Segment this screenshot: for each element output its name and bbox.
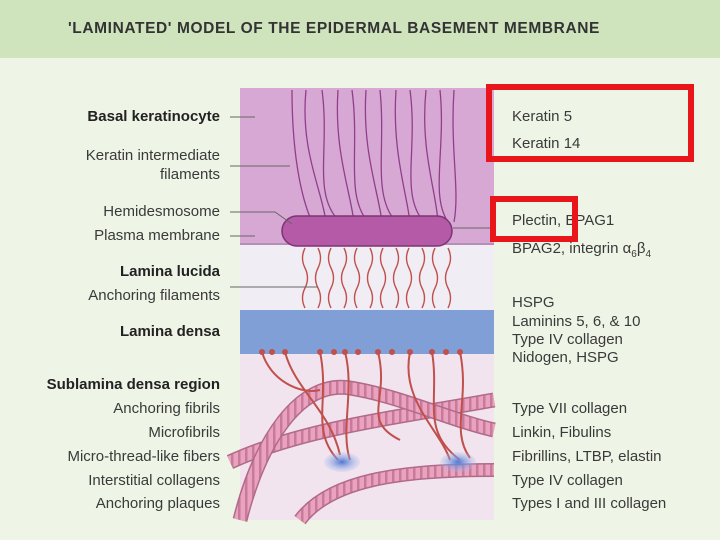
label-hspg: HSPG [512, 294, 555, 311]
label-type-vii-collagen: Type VII collagen [512, 400, 628, 417]
label-laminins: Laminins 5, 6, & 10 [512, 313, 641, 330]
hemidesmosome [281, 215, 453, 247]
label-hemidesmosome: Hemidesmosome [103, 203, 220, 220]
label-anchoring-fibrils: Anchoring fibrils [113, 400, 220, 417]
highlight-box-plectin [490, 196, 578, 242]
alpha-subscript: 6 [631, 249, 637, 260]
label-plasma-membrane: Plasma membrane [94, 227, 220, 244]
label-plectin-bpag1: Plectin, BPAG1 [512, 212, 615, 229]
label-anchoring-plaques: Anchoring plaques [95, 495, 220, 512]
beta-symbol: β [636, 240, 646, 257]
beta-subscript: 4 [645, 249, 652, 260]
title-bar: 'LAMINATED' MODEL OF THE EPIDERMAL BASEM… [0, 0, 720, 58]
label-type-iv-collagen-2: Type IV collagen [512, 472, 623, 489]
label-type-iv-collagen: Type IV collagen [512, 331, 623, 348]
bpag2-text: BPAG2, integrin [512, 240, 623, 257]
label-fibrillins: Fibrillins, LTBP, elastin [512, 448, 662, 465]
label-keratin-5: Keratin 5 [512, 108, 573, 125]
label-interstitial-collagens: Interstitial collagens [88, 472, 220, 489]
label-types-i-iii-collagen: Types I and III collagen [512, 495, 667, 512]
label-sublamina-densa: Sublamina densa region [46, 376, 220, 393]
lamina-densa-layer [240, 310, 494, 354]
label-nidogen-hspg: Nidogen, HSPG [512, 349, 619, 366]
alpha-symbol: α [622, 240, 632, 257]
label-microfibrils: Microfibrils [148, 424, 220, 441]
label-micro-thread-fibers: Micro-thread-like fibers [67, 448, 220, 465]
anchoring-filaments [301, 247, 452, 309]
keratin-filaments [291, 89, 457, 223]
label-keratin-filaments-line2: filaments [159, 166, 220, 183]
label-keratin-14: Keratin 14 [512, 135, 581, 152]
label-linkin-fibulins: Linkin, Fibulins [512, 424, 612, 441]
anchoring-fibrils [261, 351, 471, 461]
label-lamina-densa: Lamina densa [119, 323, 220, 340]
label-basal-keratinocyte: Basal keratinocyte [87, 108, 220, 125]
label-lamina-lucida: Lamina lucida [119, 263, 220, 280]
label-bpag2-integrin: BPAG2, integrin α6β4 [512, 240, 651, 264]
anchoring-plaque-1 [324, 452, 360, 472]
label-anchoring-filaments: Anchoring filaments [88, 287, 220, 304]
anchoring-plaque-2 [440, 452, 476, 472]
leader-lines [230, 116, 494, 288]
diagram-title: 'LAMINATED' MODEL OF THE EPIDERMAL BASEM… [68, 20, 600, 37]
highlight-box-keratin [486, 84, 694, 162]
label-keratin-filaments-line1: Keratin intermediate [85, 147, 220, 164]
fibril-heads [259, 349, 463, 355]
